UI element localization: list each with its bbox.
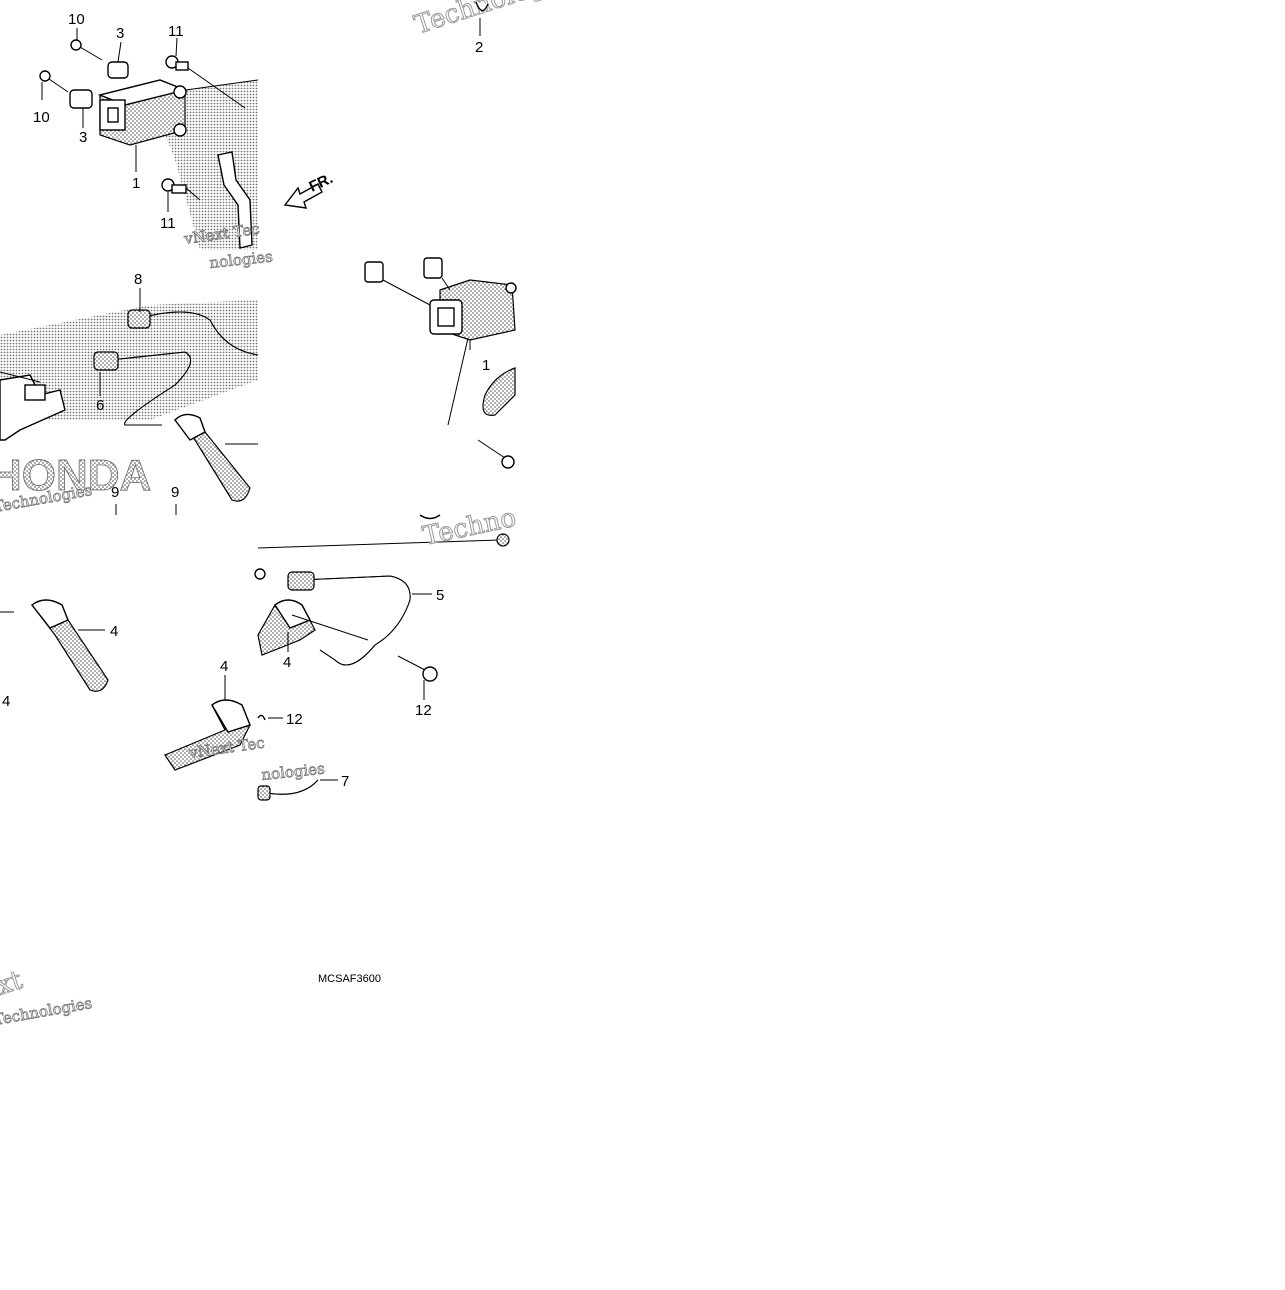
callout-4: 4 xyxy=(110,623,118,640)
tile-part-2: Technologies 2 xyxy=(410,0,584,56)
plug-cord-part-5 xyxy=(287,571,411,666)
watermark-text: nologies xyxy=(209,247,274,272)
callout-9: 9 xyxy=(171,484,179,501)
bolt-part-12b xyxy=(397,655,438,682)
callout-2: 2 xyxy=(475,39,483,56)
plug-cord-part-7 xyxy=(257,779,319,801)
callout-11: 11 xyxy=(168,23,184,40)
tile-plug-caps: HONDA Technologies 8 6 9 9 nologies xyxy=(0,247,274,516)
tile-coil-assembly: FR. 10 3 11 10 3 1 11 vNext Tec xyxy=(33,11,336,250)
spark-plug-cap-part-4c xyxy=(164,699,251,771)
rubber-collar-part-3b xyxy=(69,89,93,109)
collar-part xyxy=(364,261,384,283)
tile-cords-lower: Techno 5 4 12 12 7 no xyxy=(254,502,519,801)
watermark-text: nologies xyxy=(261,759,326,784)
bolt-part-10b xyxy=(39,70,69,93)
collar-part xyxy=(423,257,443,279)
bolt-part-11b xyxy=(161,178,187,194)
plug-cord-part-6 xyxy=(93,351,192,426)
clip-part-2 xyxy=(475,1,489,12)
callout-9: 9 xyxy=(111,484,119,501)
watermark-text: xt xyxy=(0,965,27,1001)
tile-plug-caps-lower: 4 4 4 vNext Tec xyxy=(0,599,266,771)
callout-7: 7 xyxy=(341,773,349,790)
callout-10: 10 xyxy=(68,11,85,28)
callout-5: 5 xyxy=(436,587,444,604)
ignition-coil-part-1a xyxy=(97,79,188,146)
bolt-part-11a xyxy=(165,55,189,71)
callout-11: 11 xyxy=(160,215,176,232)
callout-1: 1 xyxy=(132,175,140,192)
callout-3: 3 xyxy=(116,25,124,42)
callout-6: 6 xyxy=(96,397,104,414)
spark-plug-cap-part-4d xyxy=(257,599,316,656)
watermark-text: vNext Tec xyxy=(187,734,266,763)
brand-logo: HONDA xyxy=(0,451,151,500)
ignition-coil-part-1b xyxy=(429,279,517,341)
front-direction-arrow: FR. xyxy=(283,170,336,209)
callout-10: 10 xyxy=(33,109,50,126)
tile-coil-detail: 1 xyxy=(364,257,517,520)
callout-4: 4 xyxy=(2,693,10,710)
spark-plug-cap-part-4a xyxy=(31,599,109,692)
bolt-part-10a xyxy=(70,39,103,61)
drawing-code: MCSAF3600 xyxy=(318,973,381,985)
plug-cord-part-8 xyxy=(127,309,259,356)
callout-12: 12 xyxy=(286,711,303,728)
callout-12: 12 xyxy=(415,702,432,719)
callout-1: 1 xyxy=(482,357,490,374)
callout-3: 3 xyxy=(79,129,87,146)
plug-cap-part xyxy=(482,367,516,416)
callout-8: 8 xyxy=(134,271,142,288)
bolt-part xyxy=(477,439,515,469)
front-direction-label: FR. xyxy=(307,170,336,196)
callout-4: 4 xyxy=(220,658,228,675)
callout-4: 4 xyxy=(283,654,291,671)
watermark-text: Technologies xyxy=(0,994,93,1029)
spark-plug-cap xyxy=(174,413,251,502)
tile-bottom: xt Technologies MCSAF3600 xyxy=(0,965,381,1030)
bolt-part-12a xyxy=(257,714,266,721)
rubber-collar-part-3a xyxy=(107,61,129,79)
watermark-text: Technologies xyxy=(411,0,584,41)
